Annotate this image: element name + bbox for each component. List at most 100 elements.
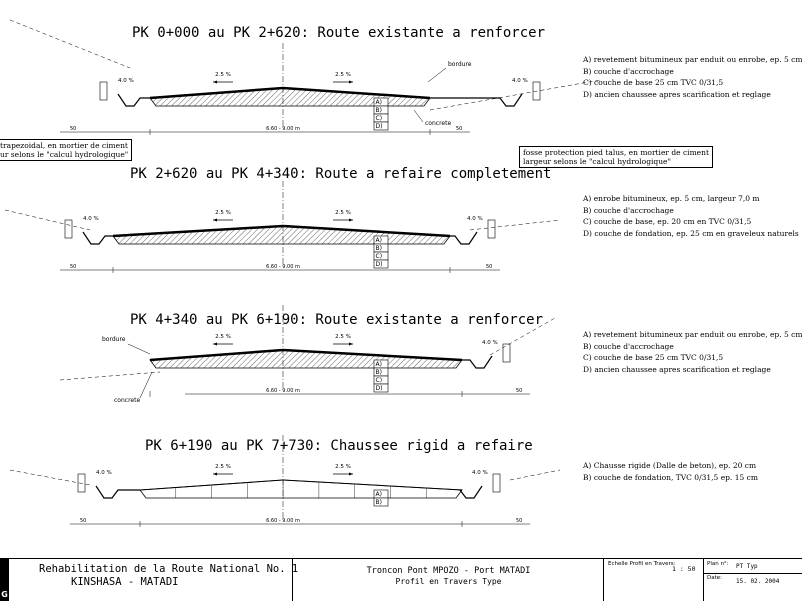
arrowhead [349, 218, 353, 222]
layer-label: B) [376, 107, 382, 114]
layer-label-box [373, 383, 389, 393]
road-body [149, 349, 463, 369]
crossfall-right-label: 2.5 % [335, 464, 351, 470]
logo-letter: G [1, 590, 8, 599]
logo-mark: G [0, 559, 9, 601]
arrowhead [349, 342, 353, 346]
slope-right-label: 4.0 % [472, 470, 488, 476]
leader-line [139, 371, 153, 399]
legend-item: D) couche de fondation, ep. 25 cm en gra… [583, 228, 799, 238]
layer-label: C) [376, 377, 383, 384]
leader-line [427, 67, 447, 83]
note-line: largeur selons le "calcul hydrologique" [523, 157, 671, 166]
dimension-width-label: 6.60 - 9.00 m [266, 518, 300, 524]
curb-block-left [77, 473, 86, 493]
scale-cell: Echelle Profil en Travers: 1 : 50 [604, 559, 704, 601]
layer-label: C) [376, 253, 383, 260]
legend-item: A) revetement bitumineux par enduit ou e… [583, 330, 802, 339]
note-line: trapezoidal, en mortier de ciment [0, 141, 128, 150]
layer-label: B) [376, 245, 382, 252]
ditch-left [117, 93, 150, 107]
ditch-left [82, 231, 113, 245]
slope-left-label: 4.0 % [118, 78, 134, 84]
project-route: KINSHASA - MATADI [71, 576, 179, 588]
leader-line [413, 109, 424, 123]
note-ditch-right: fosse protection pied talus, en mortier … [519, 146, 713, 168]
crossfall-left-label: 2.5 % [215, 334, 231, 340]
concrete-label: concrete [425, 120, 451, 127]
legend-1: A) revetement bitumineux par enduit ou e… [583, 54, 802, 100]
legend-item: C) couche de base 25 cm TVC 0/31,5 [583, 78, 724, 87]
section-title-3: PK 4+340 au PK 6+190: Route existante a … [130, 312, 544, 328]
dimension-ditch-label: 50 [70, 126, 76, 132]
curb-block-right [492, 473, 501, 493]
layer-label-box [373, 121, 389, 131]
plan-label: Plan n°: [707, 561, 729, 567]
terrain-line-right [469, 219, 561, 231]
layer-label: A) [376, 99, 382, 106]
ditch-right [430, 93, 523, 107]
dimension-ditch-right-label: 50 [486, 264, 492, 270]
terrain-line-right [489, 317, 556, 356]
dimension-width-label: 6.60 - 9.00 m [266, 126, 300, 132]
legend-item: D) ancien chaussee apres scarification e… [583, 89, 771, 99]
terrain-line-left [9, 19, 131, 69]
slope-left-label: 4.0 % [83, 216, 99, 222]
arrowhead [349, 80, 353, 84]
crossfall-right-label: 2.5 % [335, 210, 351, 216]
legend-item: B) couche d'accrochage [583, 66, 674, 76]
leader-line [127, 343, 151, 355]
terrain-line-right [509, 469, 561, 481]
section-title-4: PK 6+190 au PK 7+730: Chaussee rigid a r… [145, 438, 533, 454]
legend-item: A) Chausse rigide (Dalle de beton), ep. … [583, 461, 757, 470]
arrowhead [349, 472, 353, 476]
date-value: 15. 02. 2004 [736, 578, 780, 585]
dimension-width-label: 6.60 - 9.00 m [266, 264, 300, 270]
dimension-ditch-right-label: 50 [516, 388, 522, 394]
legend-item: B) couche d'accrochage [583, 205, 674, 215]
ditch-left [95, 485, 140, 499]
section-name: Troncon Pont MPOZO - Port MATADI [366, 566, 531, 576]
curb-block-right [502, 343, 511, 363]
dimension-ditch-right-label: 50 [516, 518, 522, 524]
dimension-ditch-label: 50 [70, 264, 76, 270]
legend-item: A) enrobe bitumineux, ep. 5 cm, largeur … [583, 194, 760, 203]
ditch-right [450, 231, 478, 245]
cross-section-drawing: 4.0 %4.0 %2.5 %2.5 %A)B)C)D)6.60 - 9.00 … [4, 19, 601, 527]
arrowhead [213, 472, 217, 476]
title-block: G Rehabilitation de la Route National No… [0, 558, 802, 601]
arrowhead [213, 342, 217, 346]
section-title-2: PK 2+620 au PK 4+340: Route a refaire co… [130, 166, 552, 182]
arrowhead [213, 218, 217, 222]
dimension-width-label: 6.60 - 9.00 m [266, 388, 300, 394]
ditch-right [462, 355, 493, 369]
arrowhead [213, 80, 217, 84]
curb-block-right [487, 219, 496, 239]
layer-label-box [373, 497, 389, 507]
note-ditch-left: trapezoidal, en mortier de ciment ur sel… [0, 139, 133, 161]
layer-label: A) [376, 237, 382, 244]
scale-value: 1 : 50 [672, 565, 696, 573]
legend-item: B) couche d'accrochage [583, 341, 674, 351]
crossfall-left-label: 2.5 % [215, 464, 231, 470]
ditch-right [458, 485, 483, 499]
legend-3: A) revetement bitumineux par enduit ou e… [583, 329, 802, 375]
legend-item: C) couche de base 25 cm TVC 0/31,5 [583, 353, 724, 362]
project-cell: Rehabilitation de la Route National No. … [9, 559, 298, 601]
road-body [112, 225, 451, 245]
layer-label: D) [376, 261, 383, 268]
legend-item: C) couche de base, ep. 20 cm en TVC 0/31… [583, 217, 752, 226]
terrain-line-left [4, 209, 91, 231]
scale-label: Echelle Profil en Travers: [608, 561, 676, 567]
plan-value: PT Typ [736, 563, 758, 570]
crossfall-left-label: 2.5 % [215, 210, 231, 216]
legend-item: B) couche de fondation, TVC 0/31,5 ep. 1… [583, 472, 758, 482]
slope-left-label: 4.0 % [96, 470, 112, 476]
note-line: ur selons le "calcul hydrologique" [0, 150, 129, 159]
bordure-label: bordure [102, 336, 126, 343]
layer-label-box [373, 259, 389, 269]
concrete-label: concrete [114, 397, 140, 404]
terrain-line-right [429, 79, 601, 111]
dimension-ditch-right-label: 50 [456, 126, 462, 132]
road-body [139, 479, 463, 499]
